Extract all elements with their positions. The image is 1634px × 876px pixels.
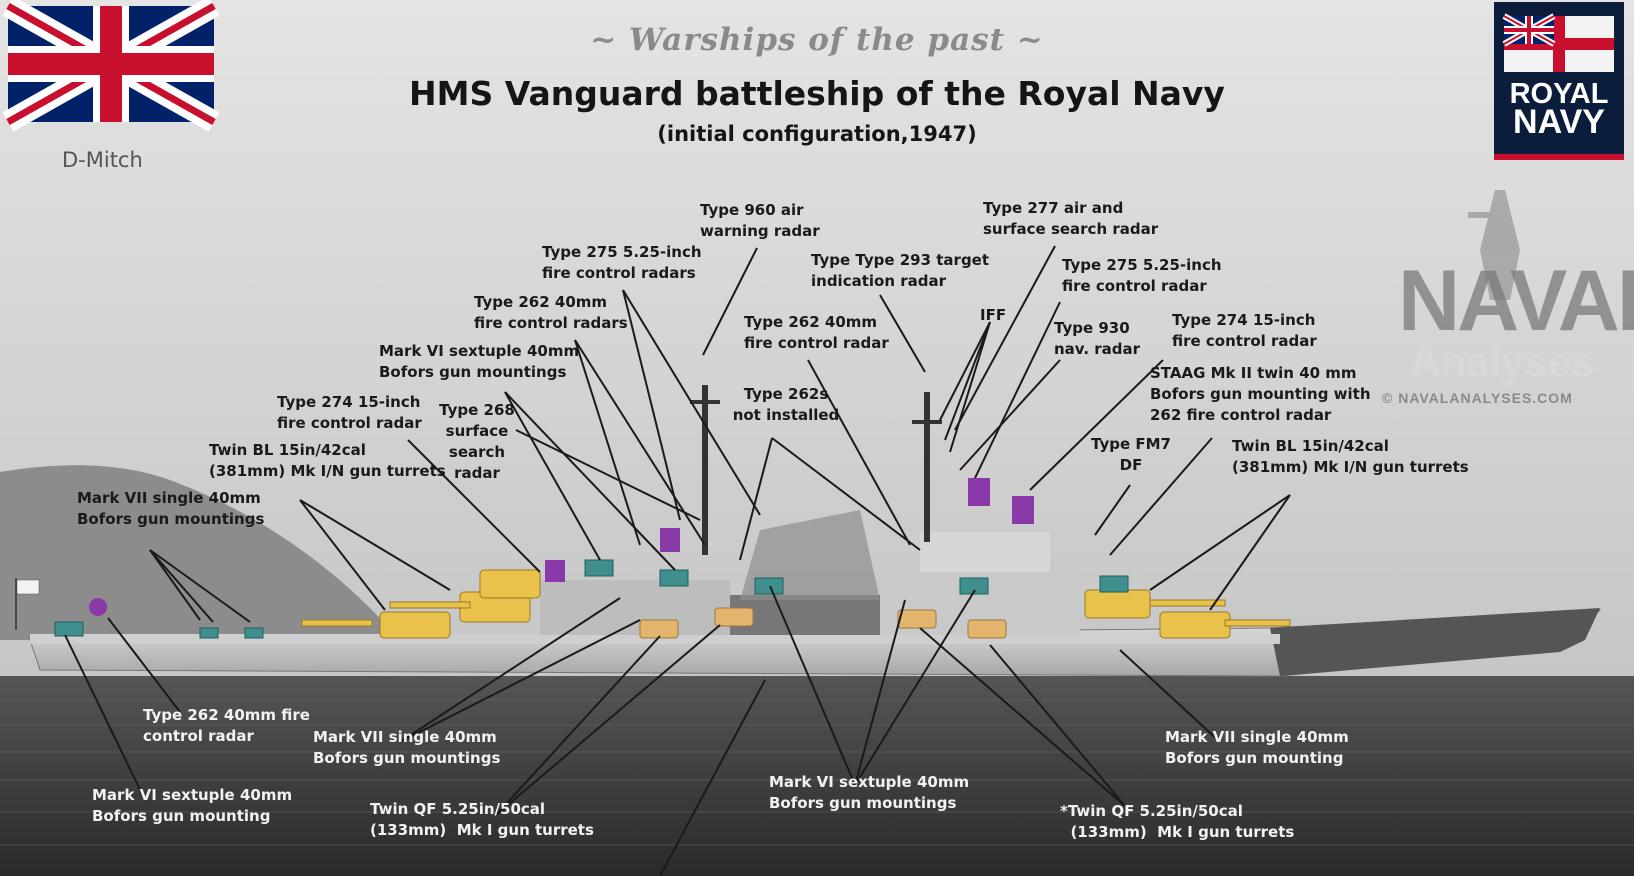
label-type-268-radar: Type 268 surface search radar — [439, 401, 515, 482]
label-iff: IFF — [980, 306, 1007, 324]
label-twin-qf-turrets-fwd: Twin QF 5.25in/50cal (133mm) Mk I gun tu… — [370, 800, 594, 839]
label-sextuple-mounts-center: Mark VI sextuple 40mm Bofors gun mountin… — [769, 773, 970, 812]
mainmast — [702, 385, 708, 555]
sea — [0, 676, 1634, 876]
label-sextuple-mounts-upper: Mark VI sextuple 40mm Bofors gun mountin… — [379, 342, 580, 381]
leader-lines — [64, 245, 1291, 876]
watermark-naval: NAVAL — [1398, 253, 1634, 349]
label-type-262s-not-installed: Type 262s not installed — [732, 385, 840, 424]
main-turrets — [301, 569, 1291, 639]
label-type-262-radar-bridge: Type 262 40mm fire control radar — [744, 313, 889, 352]
configuration-subtitle: (initial configuration,1947) — [657, 122, 977, 146]
superstructure-mid — [730, 595, 880, 635]
label-sextuple-mount-stern: Mark VI sextuple 40mm Bofors gun mountin… — [92, 786, 293, 825]
label-type-274-radar-fwd: Type 274 15-inch fire control radar — [277, 393, 422, 432]
label-type-930-radar: Type 930 nav. radar — [1054, 319, 1141, 358]
bow-dark — [1270, 608, 1600, 676]
label-type-274-radar-aft: Type 274 15-inch fire control radar — [1172, 311, 1317, 350]
superstructure-fwd — [540, 580, 730, 635]
label-staag-mount: STAAG Mk II twin 40 mm Bofors gun mounti… — [1150, 364, 1371, 424]
author-credit: D-Mitch — [62, 148, 143, 172]
label-type-fm7-df: Type FM7 DF — [1091, 435, 1171, 474]
secondary-turrets — [639, 607, 1007, 639]
deck — [30, 634, 1280, 644]
royal-navy-logo-stripe — [1494, 154, 1624, 160]
label-type-262-radar-stern: Type 262 40mm fire control radar — [143, 706, 310, 745]
watermark-ship-silhouette — [1468, 190, 1520, 300]
royal-navy-logo-text-1: ROYAL — [1509, 78, 1609, 110]
label-single-40mm-aft: Mark VII single 40mm Bofors gun mounting — [1165, 728, 1349, 767]
foremast — [924, 392, 930, 542]
page-title: HMS Vanguard battleship of the Royal Nav… — [409, 74, 1225, 113]
royal-navy-logo-text-2: NAVY — [1513, 103, 1605, 141]
bridge-block — [920, 532, 1050, 572]
sea-waves — [0, 699, 1634, 846]
label-single-40mm-lower: Mark VII single 40mm Bofors gun mounting… — [313, 728, 501, 767]
stern-ensign — [15, 578, 40, 630]
script-subtitle: ~ Warships of the past ~ — [590, 22, 1044, 58]
royal-navy-logo: ROYAL NAVY — [1494, 2, 1624, 160]
label-type-960-radar: Type 960 air warning radar — [700, 201, 820, 240]
mountain — [0, 465, 400, 640]
label-twin-15in-turrets-aft: Twin BL 15in/42cal (381mm) Mk I/N gun tu… — [1232, 437, 1469, 476]
label-type-275-radars-fwd: Type 275 5.25-inch fire control radars — [542, 243, 702, 282]
sextuple-mounts — [54, 559, 1129, 639]
label-twin-qf-turrets-aft: *Twin QF 5.25in/50cal (133mm) Mk I gun t… — [1060, 802, 1295, 841]
radar-directors — [89, 478, 1034, 616]
label-type-262-radars-mast: Type 262 40mm fire control radars — [474, 293, 628, 332]
watermark-analyses: Analyses — [1410, 338, 1595, 385]
label-type-277-radar: Type 277 air and surface search radar — [983, 199, 1159, 238]
label-single-40mm-upper: Mark VII single 40mm Bofors gun mounting… — [77, 489, 265, 528]
label-twin-15in-turrets-fwd: Twin BL 15in/42cal (381mm) Mk I/N gun tu… — [209, 441, 446, 480]
watermark-site: © NAVALANALYSES.COM — [1382, 390, 1573, 406]
union-jack-flag — [2, 0, 220, 132]
ship — [15, 385, 1602, 677]
label-type-275-radar-aft: Type 275 5.25-inch fire control radar — [1062, 256, 1222, 295]
naval-ensign-icon — [1502, 13, 1614, 72]
label-type-293-radar: Type Type 293 target indication radar — [811, 251, 990, 290]
